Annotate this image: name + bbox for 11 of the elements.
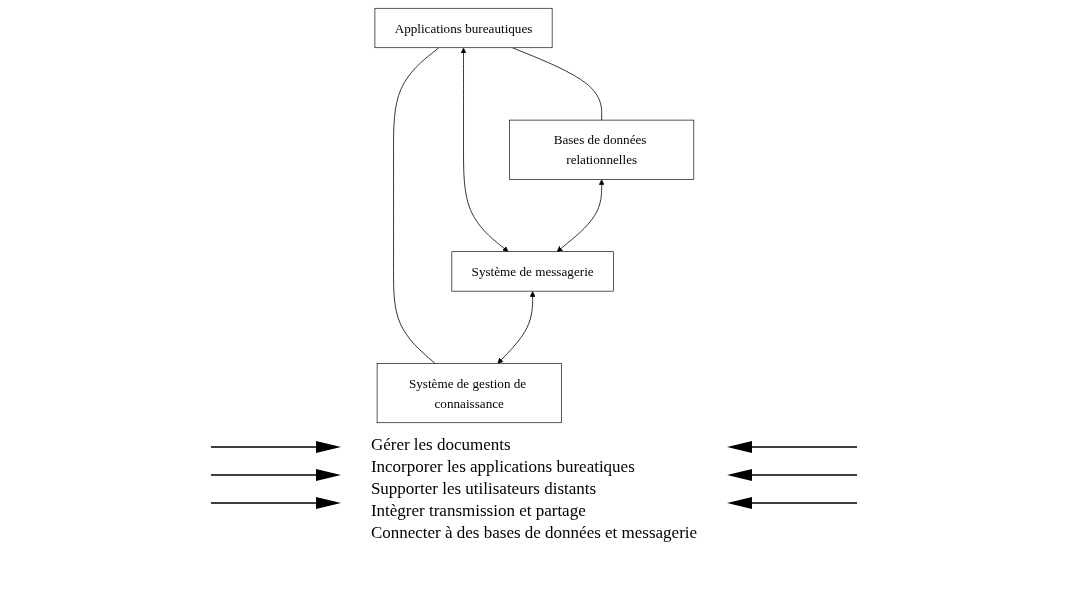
connector xyxy=(511,46,602,120)
note-text: Connecter à des bases de données et messagerie xyxy=(370,522,698,544)
node-box: Système de messagerie xyxy=(451,250,614,291)
connector xyxy=(392,46,439,364)
node-box: Applications bureautiques xyxy=(374,7,553,48)
note-text: Intègrer transmission et partage xyxy=(370,500,587,522)
note-text: Gérer les documents xyxy=(370,434,512,456)
note-text: Supporter les utilisateurs distants xyxy=(370,478,598,500)
node-box: Système de gestion de connaissance xyxy=(376,362,562,423)
note-text: Incorporer les applications bureatiques xyxy=(370,456,636,478)
node-box: Bases de données relationnelles xyxy=(508,119,694,180)
